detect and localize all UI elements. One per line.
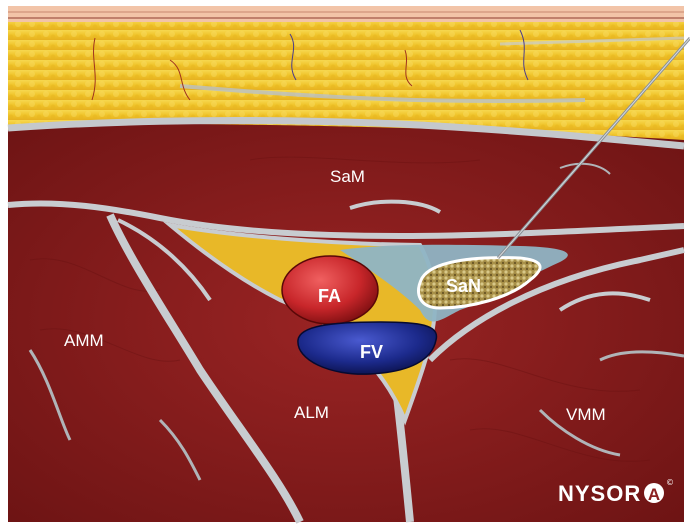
sartorius-fascia: [7, 200, 685, 240]
brand-copyright: ©: [666, 478, 674, 487]
skin-layer: [8, 6, 684, 24]
septum-right: [427, 247, 685, 363]
deep-fascia: [7, 117, 685, 150]
saphenous-nerve: [417, 256, 542, 310]
subcutaneous-fat: [8, 22, 684, 140]
label-vastus-medialis: VMM: [566, 405, 606, 424]
brand-text: NYSOR: [558, 481, 641, 506]
label-femoral-artery: FA: [318, 286, 341, 306]
label-sartorius: SaM: [330, 167, 365, 186]
femoral-vein: [297, 321, 438, 375]
brand-logo: NYSOR A ©: [558, 478, 674, 506]
label-adductor-magnus: AMM: [64, 331, 104, 350]
septum-left: [106, 213, 304, 524]
label-femoral-vein: FV: [360, 342, 383, 362]
label-saphenous-nerve: SaN: [446, 276, 481, 296]
brand-text-suffix: A: [648, 485, 660, 504]
label-adductor-longus: ALM: [294, 403, 329, 422]
